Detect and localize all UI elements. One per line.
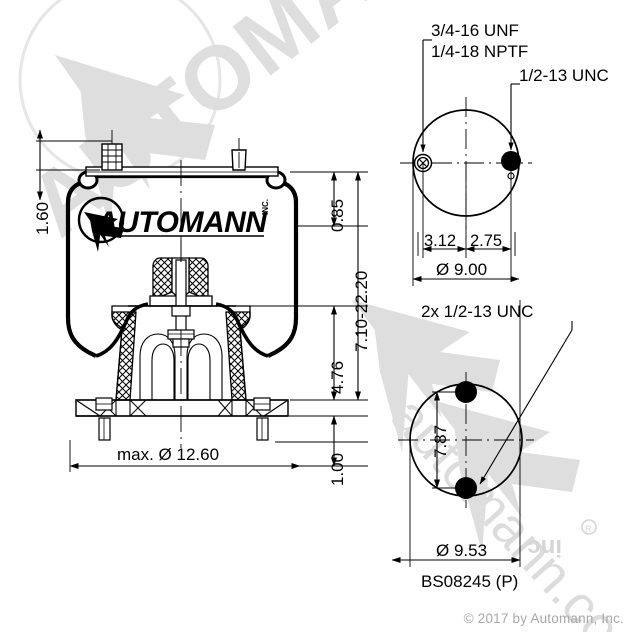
label-dim-4-76: 4.76: [328, 360, 347, 394]
label-thread-3-4-16-unf: 3/4-16 UNF: [431, 21, 519, 40]
svg-text:R: R: [585, 524, 592, 534]
watermark-inc-mark: inc R: [527, 519, 597, 561]
label-dim-bottom-plate-dia: Ø 9.53: [436, 541, 488, 560]
air-spring-section-view: [65, 130, 299, 448]
automann-logo: AUTOMANN INC.: [77, 196, 270, 252]
automann-logo-text: AUTOMANN: [95, 206, 268, 239]
label-dim-3-12: 3.12: [424, 232, 457, 250]
label-part-number: BS08245 (P): [421, 572, 519, 591]
watermark-logo-topleft: [18, 0, 222, 230]
air-port-fitting: [101, 130, 123, 171]
bottom-plate-plan-view: [391, 300, 573, 567]
label-dim-2-75: 2.75: [470, 232, 503, 250]
label-dim-bolt-spacing: 7.87: [431, 424, 450, 458]
watermark-layer: AUTOMANN automann.com inc R: [11, 0, 632, 632]
top-mounting-stud: [231, 138, 247, 171]
dimension-1-60: [36, 129, 112, 201]
label-thread-1-4-18-nptf: 1/4-18 NPTF: [431, 42, 529, 61]
section-dimension-lines: [250, 171, 368, 467]
piston-assembly: [75, 240, 289, 441]
label-dim-top-plate-dia: Ø 9.00: [436, 260, 488, 279]
label-dim-stroke-range: 7.10-22.20: [352, 270, 371, 352]
dimension-max-diameter: [69, 440, 301, 472]
copyright-footer: © 2017 by Automann, Inc.: [463, 611, 624, 626]
bottom-mounting-stud-right: [253, 397, 271, 441]
label-dim-max-diameter: max. Ø 12.60: [117, 445, 220, 464]
label-thread-1-2-13-unc: 1/2-13 UNC: [519, 66, 609, 85]
label-dim-1-60: 1.60: [33, 201, 52, 235]
top-plate-plan-view: [400, 39, 532, 286]
automann-logo-inc: INC.: [261, 199, 270, 215]
svg-text:inc: inc: [527, 534, 562, 561]
label-dim-1-00: 1.00: [328, 452, 347, 486]
label-thread-2x-1-2-13-unc: 2x 1/2-13 UNC: [421, 302, 534, 321]
label-dim-0-85: 0.85: [328, 198, 347, 232]
watermark-logo-midright: [352, 300, 500, 452]
bottom-mounting-stud-left: [95, 397, 113, 441]
